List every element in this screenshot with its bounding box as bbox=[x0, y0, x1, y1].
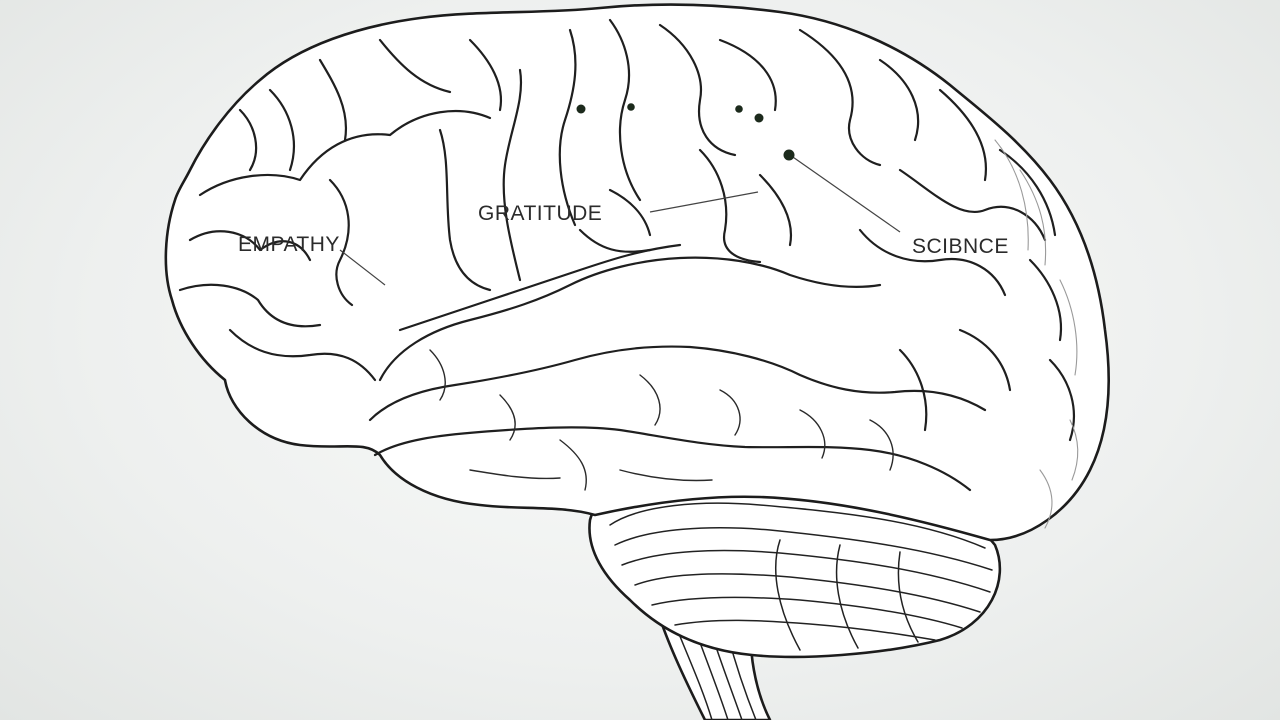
label-gratitude: GRATITUDE bbox=[478, 202, 603, 225]
label-empathy: EMPATHY bbox=[238, 233, 340, 256]
marker-group bbox=[339, 103, 901, 286]
cerebrum bbox=[164, 3, 1110, 542]
label-science: SCIBNCE bbox=[912, 235, 1009, 258]
marker-dot bbox=[754, 113, 764, 123]
science-pointer-line bbox=[789, 154, 901, 233]
marker-dot bbox=[576, 104, 586, 114]
cerebrum-folds bbox=[178, 18, 1079, 529]
marker-dot bbox=[783, 149, 795, 161]
empathy-pointer-line bbox=[339, 249, 386, 286]
cerebellum-stripes bbox=[609, 493, 993, 651]
gratitude-pointer-line bbox=[649, 191, 759, 213]
marker-dot bbox=[627, 103, 635, 111]
marker-dot bbox=[735, 105, 743, 113]
